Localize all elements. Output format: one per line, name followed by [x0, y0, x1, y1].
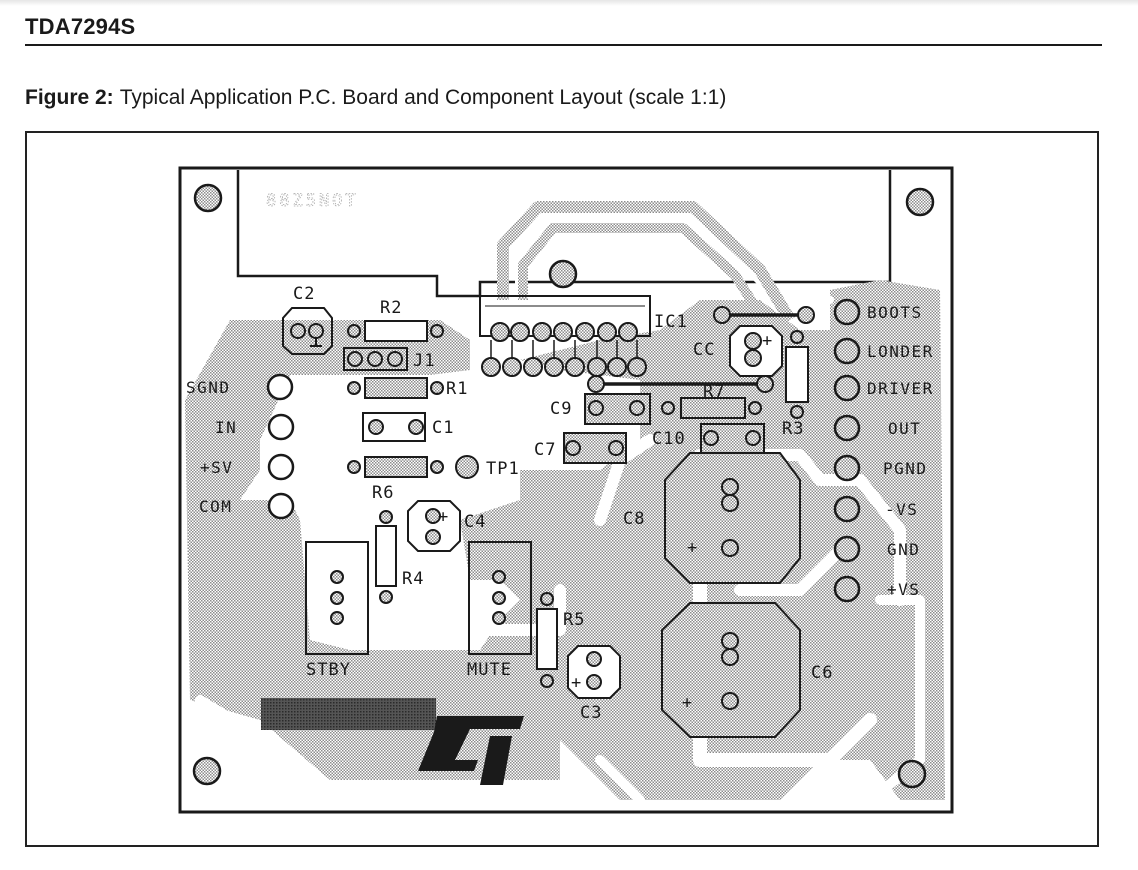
r6-resistor [347, 456, 444, 478]
st-logo-icon [418, 716, 524, 785]
j1-label: J1 [413, 351, 435, 371]
cc-capacitor [729, 325, 783, 377]
c7-label: C7 [534, 440, 556, 460]
ic1-label: IC1 [654, 312, 688, 332]
c4-capacitor [407, 500, 461, 552]
r3-resistor [785, 330, 809, 419]
c10-capacitor [700, 423, 765, 454]
c2-capacitor [282, 307, 333, 355]
connector-label-out: OUT [888, 419, 921, 438]
connector-label-gnd: GND [887, 540, 920, 559]
left-connector-pads [266, 373, 295, 520]
ic1-leads [490, 340, 638, 358]
right-connector-pads [833, 298, 861, 603]
r4-label: R4 [402, 569, 424, 589]
c7-capacitor [563, 432, 627, 464]
c8-plus: + [687, 538, 698, 558]
connector-label-pos-vs: +VS [887, 580, 920, 599]
logo-bar [261, 698, 436, 730]
header-rule [25, 44, 1102, 46]
connector-label-driver: DRIVER [867, 379, 934, 398]
connector-label-sgnd: SGND [186, 378, 231, 397]
mounting-hole-bottom-right [897, 759, 927, 789]
mounting-hole-center [548, 259, 578, 289]
figure-label: Figure 2: [25, 86, 114, 109]
c6-plus: + [682, 693, 693, 713]
mounting-holes [192, 183, 935, 789]
connector-label-neg-vs: -VS [885, 500, 918, 519]
connector-label-boots: BOOTS [867, 303, 923, 322]
c9-label: C9 [550, 399, 572, 419]
mounting-hole-bottom-left [192, 756, 222, 786]
r3-label: R3 [782, 419, 804, 439]
r2-resistor [347, 320, 444, 342]
r6-label: R6 [372, 483, 394, 503]
c6-label: C6 [811, 663, 833, 683]
figure-caption: Figure 2:Typical Application P.C. Board … [25, 86, 726, 110]
r7-label: R7 [703, 382, 725, 402]
ghost-text: 88Z5NOT [266, 191, 359, 211]
upper-traces [497, 201, 796, 333]
r1-label: R1 [446, 379, 468, 399]
cc-label: CC [693, 340, 715, 360]
tp1-label: TP1 [486, 459, 520, 479]
c3-capacitor [567, 645, 621, 699]
r1-resistor [347, 377, 444, 399]
cc-plus: + [762, 331, 773, 351]
stby-switch [305, 541, 369, 655]
connector-label-5v: +SV [200, 458, 233, 477]
c6-capacitor [661, 602, 801, 738]
r7-resistor [661, 397, 762, 419]
r5-resistor [536, 592, 558, 688]
figure-frame [25, 131, 1099, 847]
connector-label-londer: LONDER [867, 342, 934, 361]
r4-resistor [375, 510, 397, 604]
c3-label: C3 [580, 703, 602, 723]
c10-label: C10 [652, 429, 686, 449]
ic1-pins [481, 322, 647, 377]
c4-plus: + [438, 507, 449, 527]
c1-label: C1 [432, 418, 454, 438]
connector-label-in: IN [215, 418, 237, 437]
j1-jumper [343, 347, 408, 371]
connector-label-pgnd: PGND [883, 459, 928, 478]
stby-label: STBY [306, 660, 351, 680]
jumper-wires [587, 306, 815, 393]
mute-switch [468, 541, 532, 655]
c3-plus: + [571, 673, 582, 693]
r5-label: R5 [563, 610, 585, 630]
c8-capacitor [664, 452, 801, 584]
c9-capacitor [584, 393, 651, 425]
mounting-hole-top-right [905, 187, 935, 217]
document-header-title: TDA7294S [25, 14, 136, 39]
tp1-test-point [455, 455, 479, 479]
c8-label: C8 [623, 509, 645, 529]
r2-label: R2 [380, 298, 402, 318]
c4-label: C4 [464, 512, 486, 532]
mounting-hole-top-left [193, 183, 223, 213]
page-top-shadow [0, 0, 1138, 6]
figure-caption-text: Typical Application P.C. Board and Compo… [119, 86, 727, 109]
c1-capacitor [362, 412, 426, 442]
c2-label: C2 [293, 284, 315, 304]
mute-label: MUTE [467, 660, 512, 680]
connector-label-com: COM [199, 497, 232, 516]
